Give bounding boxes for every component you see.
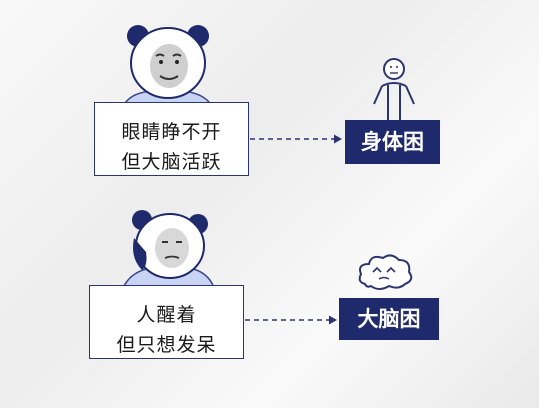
- row-brain-tired: 人醒着 但只想发呆 大脑困: [0, 200, 539, 408]
- stick-figure-icon: [373, 58, 415, 120]
- description-line-2: 但只想发呆: [116, 334, 217, 356]
- brain-tired-description: 人醒着 但只想发呆: [89, 285, 244, 359]
- row-body-tired: 眼睛睁不开 但大脑活跃 身体困: [0, 0, 539, 200]
- foggy-head-icon: [358, 254, 413, 290]
- description-line-1: 人醒着: [136, 304, 197, 326]
- description-line-2: 但大脑活跃: [121, 151, 222, 173]
- body-tired-description: 眼睛睁不开 但大脑活跃: [94, 102, 249, 176]
- description-line-1: 眼睛睁不开: [121, 121, 222, 143]
- dashed-arrow-icon: [245, 315, 337, 325]
- body-tired-label: 身体困: [345, 120, 440, 164]
- dashed-arrow-icon: [250, 134, 342, 144]
- brain-tired-label: 大脑困: [339, 298, 439, 340]
